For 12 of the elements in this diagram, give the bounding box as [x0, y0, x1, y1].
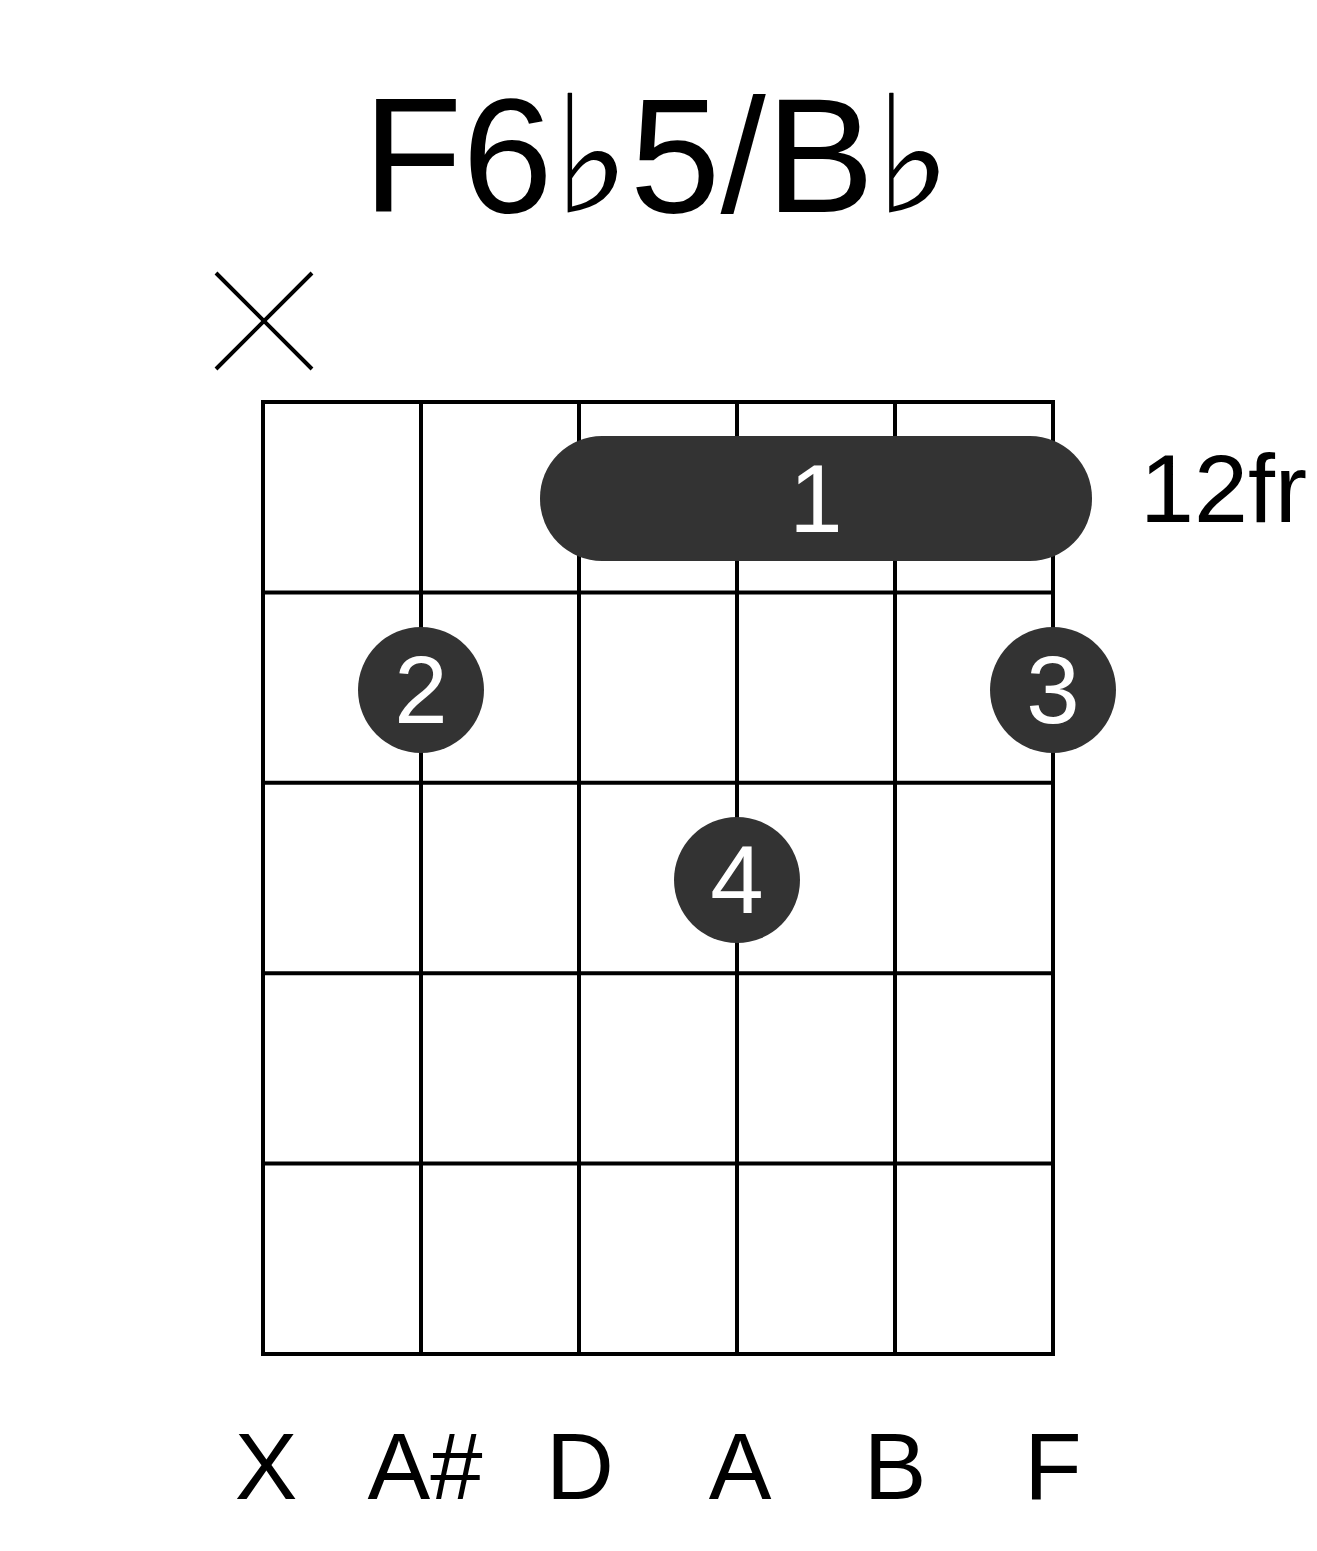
string-note: X: [234, 1420, 298, 1514]
finger-dot: 2: [358, 627, 484, 753]
string-note: D: [546, 1420, 614, 1514]
finger-barre: 1: [540, 436, 1092, 561]
finger-dot: 4: [674, 817, 800, 943]
fret-number: 12fr: [1140, 440, 1308, 537]
chord-title: F6♭5/B♭: [362, 74, 952, 237]
string-note: A: [708, 1420, 772, 1514]
string-note: B: [863, 1420, 927, 1514]
string-note: F: [1024, 1420, 1082, 1514]
finger-dot: 3: [990, 627, 1116, 753]
string-note: A#: [367, 1420, 483, 1514]
